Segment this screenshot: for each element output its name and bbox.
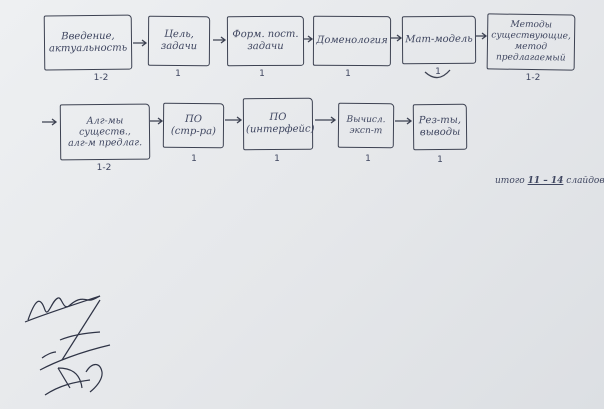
node-formal: Форм. пост. задачи xyxy=(226,15,305,67)
node-experiment: Вычисл. эксп-т xyxy=(337,102,395,149)
node-results: Рез-ты, выводы xyxy=(412,103,468,151)
node-count: 1-2 xyxy=(93,73,109,83)
node-count: 1 xyxy=(437,155,443,165)
node-label: ПО (стр-ра) xyxy=(170,113,217,137)
arrow-right-icon xyxy=(476,32,488,40)
arrow-right-icon xyxy=(391,34,403,42)
arrow-right-icon xyxy=(395,117,413,125)
arrow-right-icon xyxy=(150,117,164,125)
arrow-right-icon xyxy=(225,116,243,124)
node-label: Доменология xyxy=(316,34,388,47)
arrow-right-icon xyxy=(213,36,227,44)
arrow-right-icon xyxy=(304,35,314,43)
node-count: 1 xyxy=(365,154,371,164)
node-count: 1-2 xyxy=(525,73,541,83)
signature-icon xyxy=(24,295,111,396)
node-label: Алг-мы существ., алг-м предлаг. xyxy=(68,115,143,149)
node-count: 1 xyxy=(345,69,351,79)
underline-mark xyxy=(424,69,451,79)
node-count: 1-2 xyxy=(96,163,112,173)
node-methods: Методы существующие, метод предлагаемый xyxy=(486,13,576,71)
node-algorithms: Алг-мы существ., алг-м предлаг. xyxy=(59,103,151,161)
node-goals: Цель, задачи xyxy=(147,15,211,67)
node-label: Цель, задачи xyxy=(160,28,198,53)
arrow-right-icon xyxy=(315,116,337,124)
node-intro: Введение, актуальность xyxy=(43,14,133,71)
total-suffix: слайдов xyxy=(566,176,604,186)
node-count: 1 xyxy=(175,69,181,79)
total-slides-note: итого 11 – 14 слайдов xyxy=(495,176,604,186)
node-label: Введение, актуальность xyxy=(48,30,128,54)
node-count: 1 xyxy=(259,69,265,79)
node-software-iface: ПО (интерфейс) xyxy=(242,97,315,151)
node-label: ПО (интерфейс) xyxy=(246,111,315,136)
node-domain: Доменология xyxy=(312,15,392,67)
node-count: 1 xyxy=(435,67,441,77)
node-count: 1 xyxy=(274,154,280,164)
arrow-right-icon xyxy=(42,118,58,126)
node-label: Рез-ты, выводы xyxy=(418,114,462,139)
node-label: Форм. пост. задачи xyxy=(232,28,299,53)
node-count: 1 xyxy=(191,154,197,164)
node-label: Мат-модель xyxy=(405,33,473,46)
node-software-struct: ПО (стр-ра) xyxy=(162,102,225,149)
arrow-right-icon xyxy=(133,39,148,47)
node-label: Вычисл. эксп-т xyxy=(346,114,386,136)
node-label: Методы существующие, метод предлагаемый xyxy=(491,19,571,64)
total-prefix: итого xyxy=(495,176,525,186)
total-range: 11 – 14 xyxy=(527,176,564,186)
node-math: Мат-модель xyxy=(401,15,477,65)
